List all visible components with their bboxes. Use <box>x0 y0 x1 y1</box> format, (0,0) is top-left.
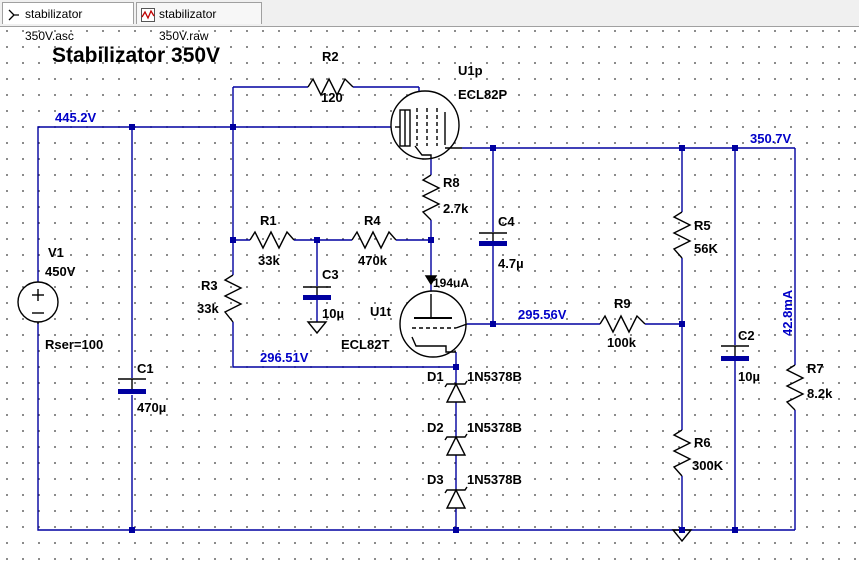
r8-value: 2.7k <box>443 201 469 216</box>
triode-current-readout: 194uA <box>433 276 469 290</box>
tab-waveform[interactable]: stabilizator 350V.raw <box>136 2 262 43</box>
v1-series-resistance: Rser=100 <box>45 337 103 352</box>
v1-source-symbol <box>17 281 59 324</box>
triode-symbol <box>399 275 468 358</box>
u1p-name: U1p <box>458 63 483 78</box>
r9-value: 100k <box>607 335 637 350</box>
u1p-value: ECL82P <box>458 87 507 102</box>
u1t-value: ECL82T <box>341 337 389 352</box>
d2-symbol <box>444 433 468 456</box>
d3-name: D3 <box>427 472 444 487</box>
c3-value: 10µ <box>322 306 344 321</box>
r2-value: 120 <box>321 90 343 105</box>
r9-name: R9 <box>614 296 631 311</box>
r1-value: 33k <box>258 253 280 268</box>
r5-symbol <box>672 211 692 259</box>
schematic-drawing: Stabilizator 350V R2 120 U1p ECL82P R8 2… <box>17 44 833 543</box>
r4-symbol <box>351 230 397 250</box>
c3-name: C3 <box>322 267 339 282</box>
r4-value: 470k <box>358 253 388 268</box>
node-voltage-grid: 295.56V <box>518 307 567 322</box>
document-tab-bar: stabilizator 350V.asc stabilizator 350V.… <box>0 0 859 43</box>
schematic-icon <box>7 7 21 21</box>
c4-name: C4 <box>498 214 515 229</box>
resistors <box>223 77 805 477</box>
d1-name: D1 <box>427 369 444 384</box>
schematic-canvas[interactable]: Stabilizator 350V R2 120 U1p ECL82P R8 2… <box>0 27 859 572</box>
c2-name: C2 <box>738 328 755 343</box>
c1-name: C1 <box>137 361 154 376</box>
waveform-icon <box>141 7 155 22</box>
r7-symbol <box>785 364 805 411</box>
r2-symbol <box>307 77 354 97</box>
tab-schematic[interactable]: stabilizator 350V.asc <box>2 2 134 43</box>
r4-name: R4 <box>364 213 381 228</box>
r3-value: 33k <box>197 301 219 316</box>
c4-symbol <box>479 232 507 246</box>
zener-diodes <box>444 380 468 509</box>
v1-name: V1 <box>48 245 64 260</box>
ground-icon <box>306 321 328 335</box>
u1t-name: U1t <box>370 304 392 319</box>
r7-value: 8.2k <box>807 386 833 401</box>
r1-symbol <box>249 230 295 250</box>
r3-symbol <box>223 274 243 323</box>
r1-name: R1 <box>260 213 277 228</box>
r2-name: R2 <box>322 49 339 64</box>
r6-value: 300K <box>692 458 724 473</box>
d3-value: 1N5378B <box>467 472 522 487</box>
r8-symbol <box>421 174 441 221</box>
v1-value: 450V <box>45 264 76 279</box>
junction-dots <box>129 124 738 533</box>
c3-symbol <box>303 286 331 300</box>
r5-value: 56K <box>694 241 718 256</box>
capacitors <box>118 232 749 394</box>
pentode-symbol <box>390 90 462 160</box>
r6-name: R6 <box>694 435 711 450</box>
d2-value: 1N5378B <box>467 420 522 435</box>
r6-symbol <box>672 429 692 477</box>
r7-name: R7 <box>807 361 824 376</box>
r8-name: R8 <box>443 175 460 190</box>
node-voltage-cathode: 296.51V <box>260 350 309 365</box>
wires <box>37 86 796 531</box>
d2-name: D2 <box>427 420 444 435</box>
schematic-title: Stabilizator 350V <box>52 44 220 67</box>
r5-name: R5 <box>694 218 711 233</box>
node-voltage-input: 445.2V <box>55 110 97 125</box>
c4-value: 4.7µ <box>498 256 524 271</box>
c2-symbol <box>721 345 749 361</box>
node-voltage-output: 350.7V <box>750 131 792 146</box>
d1-value: 1N5378B <box>467 369 522 384</box>
c1-symbol <box>118 378 146 394</box>
load-current-readout: 42.8mA <box>780 289 795 336</box>
d3-symbol <box>444 486 468 509</box>
c1-value: 470µ <box>137 400 166 415</box>
d1-symbol <box>444 380 468 403</box>
r9-symbol <box>599 314 646 334</box>
c2-value: 10µ <box>738 369 760 384</box>
r3-name: R3 <box>201 278 218 293</box>
